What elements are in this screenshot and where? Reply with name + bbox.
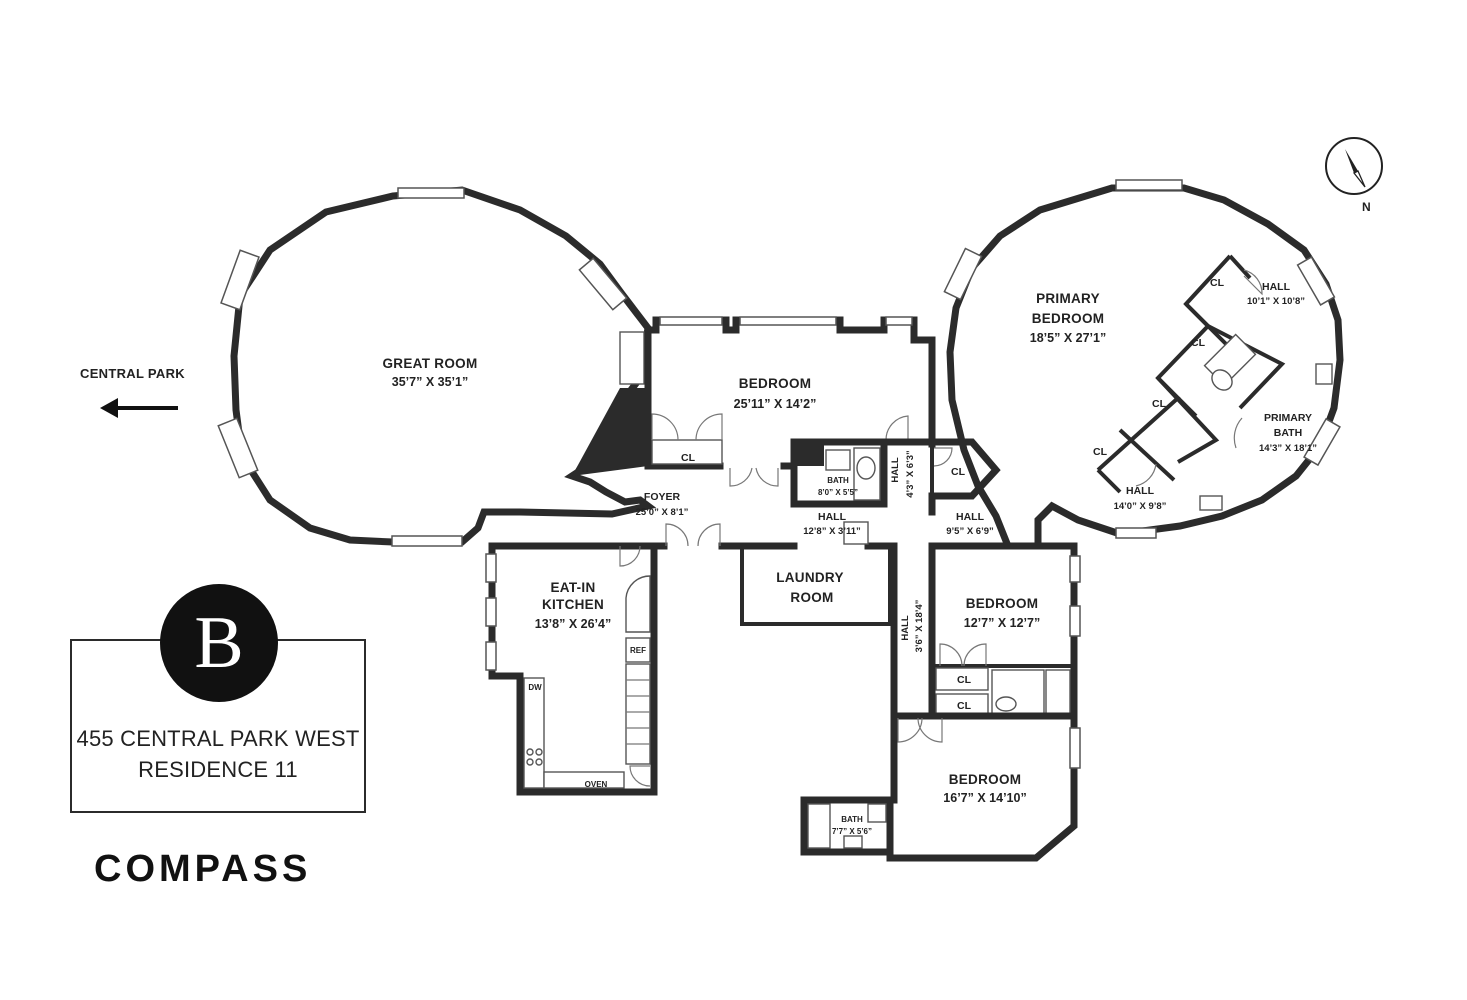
closet-primary-3: CL: [1152, 398, 1167, 410]
bedroom-east-windows: [1069, 555, 1081, 637]
laundry-room: LAUNDRY ROOM: [740, 546, 892, 626]
north-label: N: [1362, 200, 1371, 214]
primary-bedroom-name-1: PRIMARY: [1036, 291, 1100, 306]
hall-short-name: HALL: [890, 457, 901, 483]
hall-east-name: HALL: [956, 511, 985, 523]
primary-bath-name-1: PRIMARY: [1264, 412, 1312, 424]
primary-bedroom-name-2: BEDROOM: [1032, 311, 1105, 326]
hall-long-name: HALL: [900, 615, 911, 641]
address-line-1: 455 CENTRAL PARK WEST: [76, 726, 360, 751]
kitchen-name-2: KITCHEN: [542, 597, 604, 612]
kitchen-dims: 13’8” X 26’4”: [535, 617, 611, 631]
compass-icon: [1325, 137, 1383, 195]
primary-windows: [943, 179, 1341, 539]
hall-long-dims: 3’6” X 18’4”: [914, 599, 925, 652]
hall-long: HALL 3’6” X 18’4”: [890, 542, 936, 804]
primary-bath-dims: 14’3” X 18’1”: [1259, 443, 1317, 454]
sink: [825, 449, 851, 471]
hall-primary-bottom-dims: 14’0” X 9’8”: [1114, 501, 1167, 512]
closet-primary-2: CL: [1191, 337, 1206, 349]
bath-center: BATH 8’0” X 5’5”: [790, 438, 888, 508]
primary-inner-walls: [1096, 254, 1286, 494]
great-room: GREAT ROOM 35’7” X 35’1”: [217, 186, 657, 547]
dw-label: DW: [528, 683, 542, 692]
hall-center-dims: 12’8” X 3’11”: [803, 526, 861, 537]
bedroom-east: CL CL BEDROOM 12’7” X 12’7”: [928, 542, 1081, 720]
great-room-dims: 35’7” X 35’1”: [392, 375, 468, 389]
brand-logo: B: [160, 584, 278, 702]
hall-short-dims: 4’3” X 6’3”: [905, 450, 916, 498]
fireplace-hearth: [619, 331, 645, 385]
bedroom-center: CL BEDROOM 25’11” X 14’2”: [644, 316, 936, 487]
primary-bedroom-dims: 18’5” X 27’1”: [1030, 331, 1106, 345]
primary-bath-name-2: BATH: [1274, 427, 1302, 439]
foyer-name: FOYER: [644, 491, 681, 503]
closet-east-1: CL: [957, 674, 972, 686]
ref-label: REF: [630, 646, 646, 655]
hall-primary-top-name: HALL: [1262, 281, 1291, 293]
bath-east-tub: [1045, 669, 1071, 715]
kitchen: REF DW OVEN EAT-IN KITCHEN 13’8” X 26’4”: [485, 542, 658, 796]
primary-bath-fixtures: [1199, 333, 1333, 511]
hall-center-name: HALL: [818, 511, 847, 523]
laundry-name-1: LAUNDRY: [776, 570, 844, 585]
toilet: [856, 456, 876, 480]
closet-bedroom-center: [651, 439, 723, 465]
bedroom-south-dims: 16’7” X 14’10”: [943, 791, 1026, 805]
bedroom-center-name: BEDROOM: [739, 376, 812, 391]
bath-south-name: BATH: [841, 815, 863, 824]
great-room-windows: [217, 187, 628, 547]
bedroom-east-dims: 12’7” X 12’7”: [964, 616, 1040, 630]
great-room-chimney: [572, 388, 648, 476]
bedroom-east-name: BEDROOM: [966, 596, 1039, 611]
kitchen-name-1: EAT-IN: [550, 580, 595, 595]
closet-label: CL: [681, 452, 696, 464]
hall-east-dims: 9’5” X 6’9”: [946, 526, 994, 537]
address-line-2: RESIDENCE 11: [138, 757, 298, 782]
bedroom-south: BEDROOM 16’7” X 14’10”: [886, 712, 1081, 862]
primary-suite: CL CL CL CL PRIMARY BEDROOM 18’5” X 27’1…: [943, 179, 1344, 550]
kitchen-counter-west: [523, 677, 545, 789]
kitchen-counter-east: [625, 663, 651, 765]
oven-label: OVEN: [585, 780, 608, 789]
closet-east-2: CL: [957, 700, 972, 712]
address-block: 455 CENTRAL PARK WEST RESIDENCE 11: [70, 723, 366, 785]
foyer-dims: 25’0” X 8’1”: [636, 507, 689, 518]
closet-primary-4: CL: [1093, 446, 1108, 458]
kitchen-windows: [485, 553, 497, 671]
great-room-name: GREAT ROOM: [383, 356, 478, 371]
bath-center-dims: 8’0” X 5’5”: [818, 488, 858, 497]
hall-primary-bottom-name: HALL: [1126, 485, 1155, 497]
laundry-name-2: ROOM: [790, 590, 833, 605]
company-wordmark: COMPASS: [94, 848, 312, 890]
closet-primary-1: CL: [1210, 277, 1225, 289]
bedroom-center-windows: [659, 316, 913, 326]
hall-primary-top-dims: 10’1” X 10’8”: [1247, 296, 1305, 307]
refrigerator: [625, 637, 651, 663]
bath-south-dims: 7’7” X 5’6”: [832, 827, 872, 836]
bath-south-tub: [807, 803, 831, 849]
central-park-label: CENTRAL PARK: [80, 366, 185, 381]
closet-hall-label: CL: [951, 466, 966, 478]
bath-south: BATH 7’7” X 5’6”: [800, 796, 894, 856]
bedroom-south-name: BEDROOM: [949, 772, 1022, 787]
park-direction-arrow-icon: [100, 398, 178, 418]
bedroom-center-dims: 25’11” X 14’2”: [734, 397, 817, 411]
bath-center-name: BATH: [827, 476, 849, 485]
